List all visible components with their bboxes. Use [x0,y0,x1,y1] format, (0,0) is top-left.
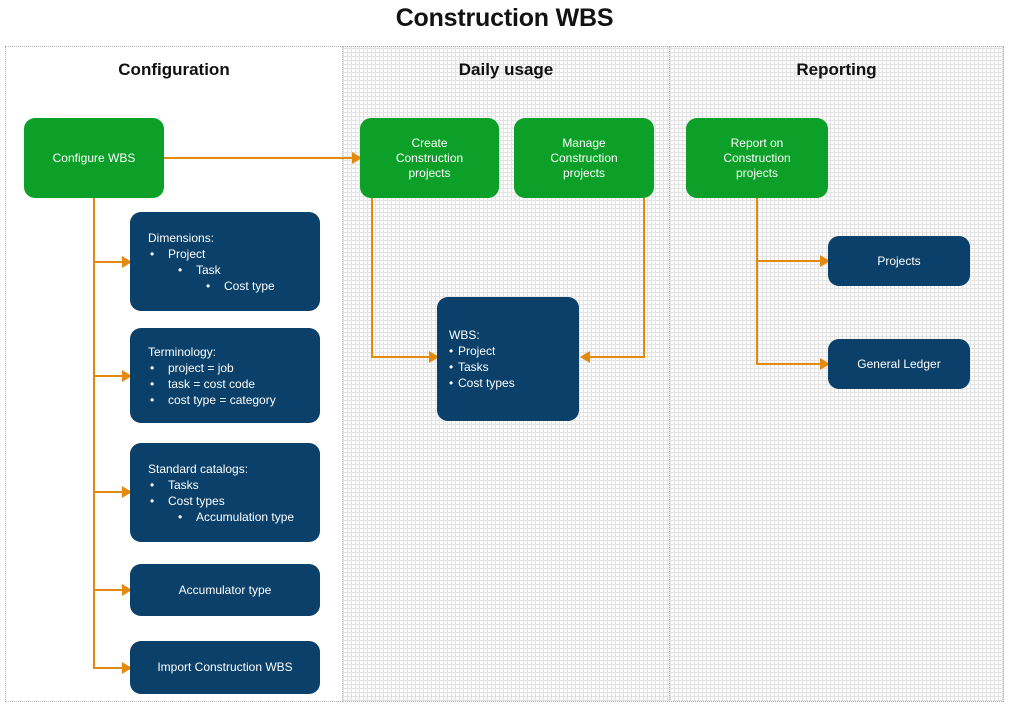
node-accumulator-type-label: Accumulator type [178,582,272,597]
connector-report-to-general-ledger [756,363,824,365]
list-item: • task = cost code [150,376,256,391]
connector-spine-to-standard-catalogs [93,491,126,493]
swimlane-title-configuration: Configuration [118,60,230,79]
list-item: • Cost types [150,493,225,508]
swimlane-title-reporting: Reporting [796,60,877,79]
arrowhead-manage-to-wbs [580,351,590,363]
arrowhead-terminology [122,370,132,382]
connector-manage-to-wbs [586,356,645,358]
node-terminology-header: Terminology: [148,344,217,359]
bullet-icon: • [206,278,211,293]
node-import-construction-wbs[interactable]: Import Construction WBS [130,641,320,694]
arrowhead-import-wbs [122,662,132,674]
page-title: Construction WBS [395,4,614,32]
bullet-icon: • [150,376,155,391]
connector-configure-spine [93,198,95,668]
bullet-icon: • [150,392,155,407]
connector-configure-to-create [164,157,355,159]
node-configure-wbs-label: Configure WBS [52,150,136,165]
list-item: • Task [178,262,221,277]
list-item: • Tasks [150,477,199,492]
node-dimensions-header: Dimensions: [148,230,215,245]
node-dimensions-list: Dimensions: • Project • Task • Cost type [130,230,285,294]
connector-spine-to-import-wbs [93,667,126,669]
bullet-icon: • [449,376,454,390]
arrowhead-configure-to-create [352,152,362,164]
connector-create-to-wbs [371,356,433,358]
node-wbs-header: WBS: [449,328,480,342]
arrowhead-create-to-wbs [429,351,439,363]
node-create-construction-projects[interactable]: Create Construction projects [360,118,499,198]
list-item: • Project [150,246,206,261]
node-manage-construction-projects[interactable]: Manage Construction projects [514,118,654,198]
node-projects[interactable]: Projects [828,236,970,286]
arrowhead-standard-catalogs [122,486,132,498]
bullet-icon: • [449,360,454,374]
bullet-icon: • [449,344,454,358]
node-general-ledger[interactable]: General Ledger [828,339,970,389]
bullet-icon: • [150,493,155,508]
bullet-icon: • [178,509,183,524]
list-item: • Accumulation type [178,509,295,524]
bullet-icon: • [150,477,155,492]
connector-spine-to-terminology [93,375,126,377]
list-item: • Cost type [206,278,275,293]
node-dimensions[interactable]: Dimensions: • Project • Task • Cost type [130,212,320,311]
node-wbs-list: WBS: • Project • Tasks • Cost types [437,327,525,391]
node-projects-label: Projects [877,253,921,268]
bullet-icon: • [150,360,155,375]
list-item: • Tasks [449,360,489,374]
node-create-construction-projects-label: Create Construction projects [395,135,464,180]
swimlane-title-daily-usage: Daily usage [458,60,554,79]
node-standard-catalogs[interactable]: Standard catalogs: • Tasks • Cost types … [130,443,320,542]
list-item: • Project [449,344,496,358]
node-report-on-construction-projects[interactable]: Report on Construction projects [686,118,828,198]
node-accumulator-type[interactable]: Accumulator type [130,564,320,616]
node-wbs[interactable]: WBS: • Project • Tasks • Cost types [437,297,579,421]
arrowhead-dimensions [122,256,132,268]
connector-report-spine [756,198,758,364]
connector-create-down [371,198,373,357]
node-manage-construction-projects-label: Manage Construction projects [550,135,618,180]
node-terminology[interactable]: Terminology: • project = job • task = co… [130,328,320,423]
list-item: • cost type = category [150,392,276,407]
arrowhead-general-ledger [820,358,830,370]
node-standard-catalogs-header: Standard catalogs: [148,461,249,476]
arrowhead-accumulator-type [122,584,132,596]
node-configure-wbs[interactable]: Configure WBS [24,118,164,198]
arrowhead-projects [820,255,830,267]
connector-spine-to-accumulator-type [93,589,126,591]
node-standard-catalogs-list: Standard catalogs: • Tasks • Cost types … [130,461,304,525]
node-report-on-construction-projects-label: Report on Construction projects [723,135,791,180]
bullet-icon: • [178,262,183,277]
list-item: • project = job [150,360,234,375]
connector-spine-to-dimensions [93,261,126,263]
connector-report-to-projects [756,260,824,262]
connector-manage-down [643,198,645,357]
list-item: • Cost types [449,376,515,390]
node-terminology-list: Terminology: • project = job • task = co… [130,344,286,408]
node-import-construction-wbs-label: Import Construction WBS [157,660,293,674]
bullet-icon: • [150,246,155,261]
node-general-ledger-label: General Ledger [857,356,941,371]
